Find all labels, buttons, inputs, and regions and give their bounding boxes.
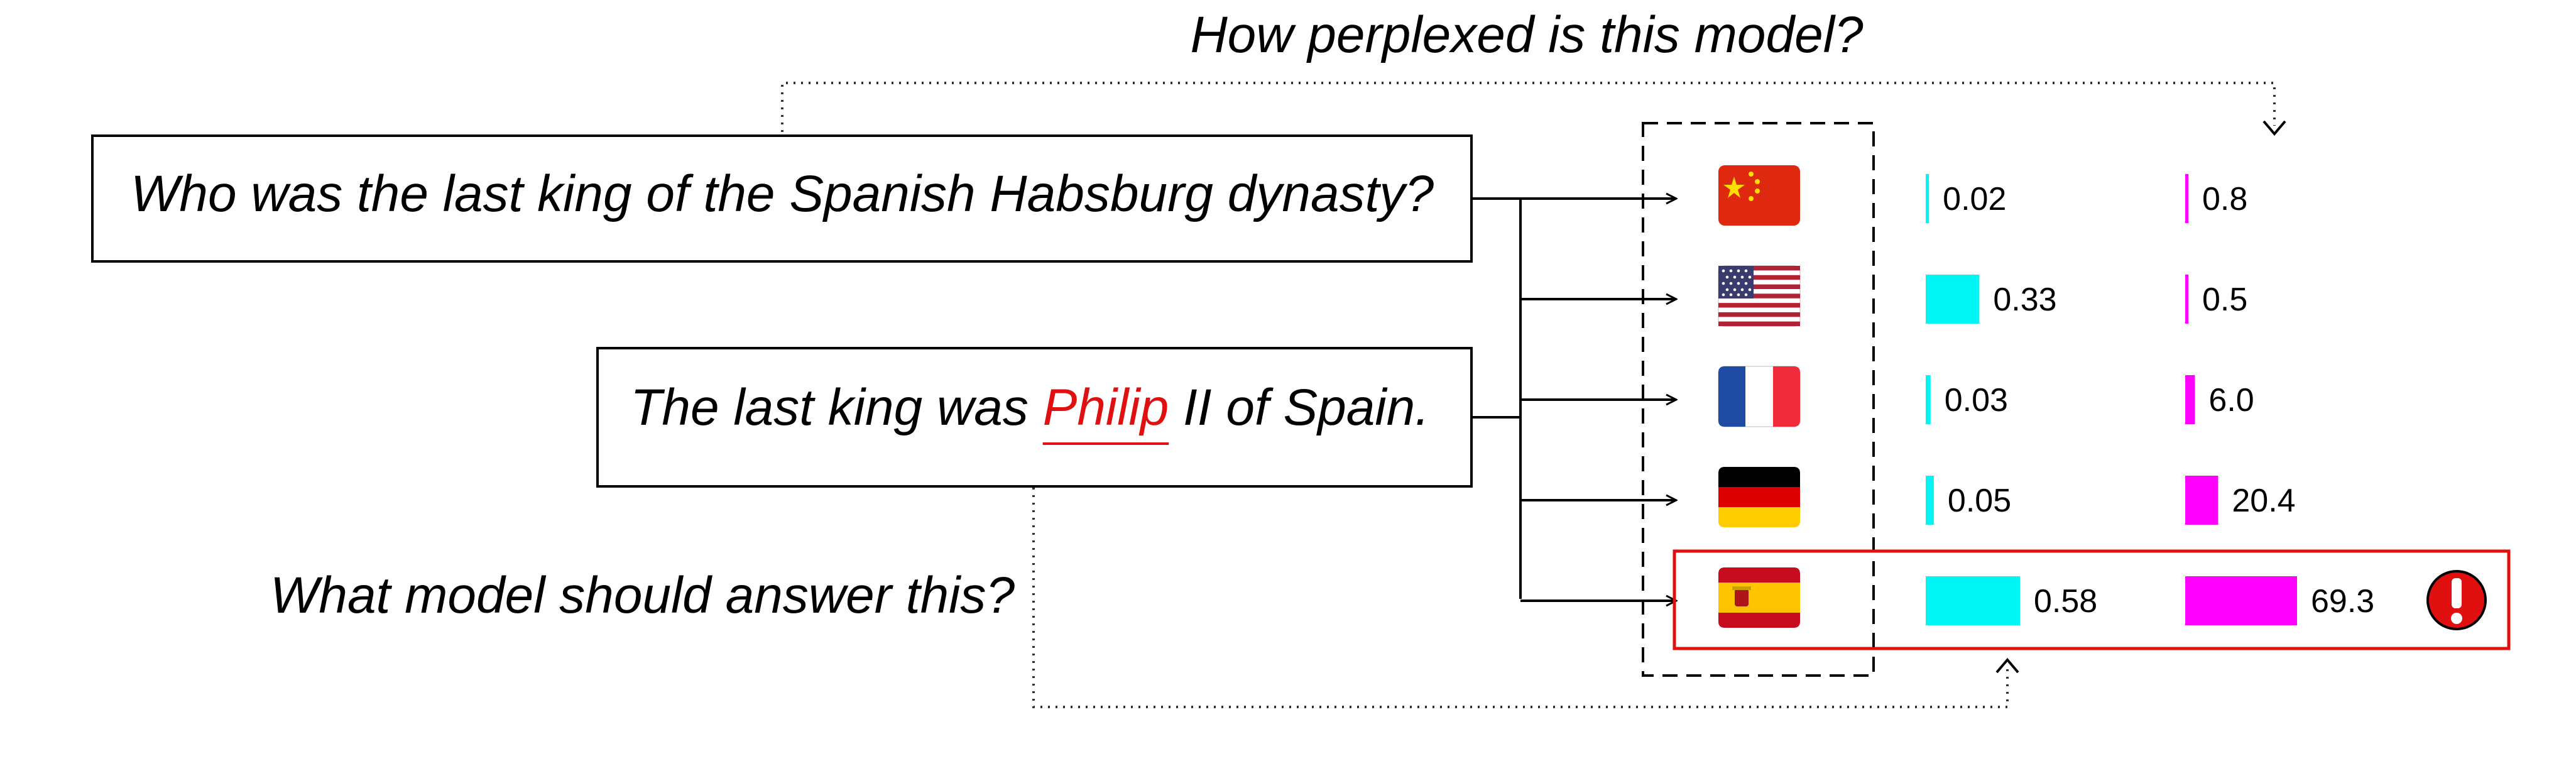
answer-highlight: Philip xyxy=(1043,379,1169,436)
branch-arrows xyxy=(1520,199,1676,601)
bar-label-series2-row3: 6.0 xyxy=(2208,382,2254,419)
answer-text: The last king was Philip II of Spain. xyxy=(630,379,1429,436)
exclamation-icon xyxy=(2426,570,2487,630)
bar-label-series1-row1: 0.02 xyxy=(1943,181,2006,217)
china-flag-icon xyxy=(1718,165,1800,226)
flag-column xyxy=(1718,165,1801,628)
perplexity-loop-arrowhead xyxy=(2262,120,2286,136)
question-box xyxy=(91,134,1473,263)
model-group-box xyxy=(1642,122,1875,677)
germany-flag-icon xyxy=(1718,467,1800,527)
question-text: Who was the last king of the Spanish Hab… xyxy=(131,165,1434,222)
answer-after: II of Spain. xyxy=(1169,379,1429,436)
bar-label-series1-row4: 0.05 xyxy=(1948,483,2011,519)
bar-series2-row4 xyxy=(2185,476,2219,525)
bar-series2-row2 xyxy=(2185,275,2188,324)
bar-label-series2-row4: 20.4 xyxy=(2232,483,2295,519)
bar-series1-row4 xyxy=(1926,476,1934,525)
answer-before: The last king was xyxy=(630,379,1042,436)
bar-series1-row5 xyxy=(1926,576,2020,625)
bar-series1-row2 xyxy=(1926,275,1980,324)
highlight-row-box xyxy=(1673,549,2511,650)
bar-label-series1-row2: 0.33 xyxy=(1993,282,2056,318)
perplexity-loop-connector xyxy=(781,82,2276,132)
usa-flag-icon xyxy=(1718,265,1801,327)
routing-loop-arrowhead xyxy=(1995,657,2019,674)
caption-top: How perplexed is this model? xyxy=(1190,6,1863,63)
branch-connectors xyxy=(1471,197,1522,599)
bar-series2-row5 xyxy=(2185,576,2297,625)
caption-bottom: What model should answer this? xyxy=(270,567,1015,624)
france-flag-icon xyxy=(1718,366,1801,427)
bar-series1-row3 xyxy=(1926,375,1931,424)
bar-label-series2-row2: 0.5 xyxy=(2202,282,2247,318)
bar-series1-row1 xyxy=(1926,174,1929,223)
bar-label-series1-row3: 0.03 xyxy=(1945,382,2008,419)
bar-label-series2-row1: 0.8 xyxy=(2202,181,2247,217)
bar-label-series1-row5: 0.58 xyxy=(2034,583,2097,620)
bar-chart: 0.02 0.33 0.03 0.05 0.58 0.8 0.5 6.0 20.4 69.3 xyxy=(1926,174,2374,625)
bar-label-series2-row5: 69.3 xyxy=(2311,583,2374,620)
bar-series2-row3 xyxy=(2185,375,2195,424)
spain-flag-icon xyxy=(1718,567,1800,628)
answer-box xyxy=(596,347,1473,488)
bar-series2-row1 xyxy=(2185,174,2188,223)
